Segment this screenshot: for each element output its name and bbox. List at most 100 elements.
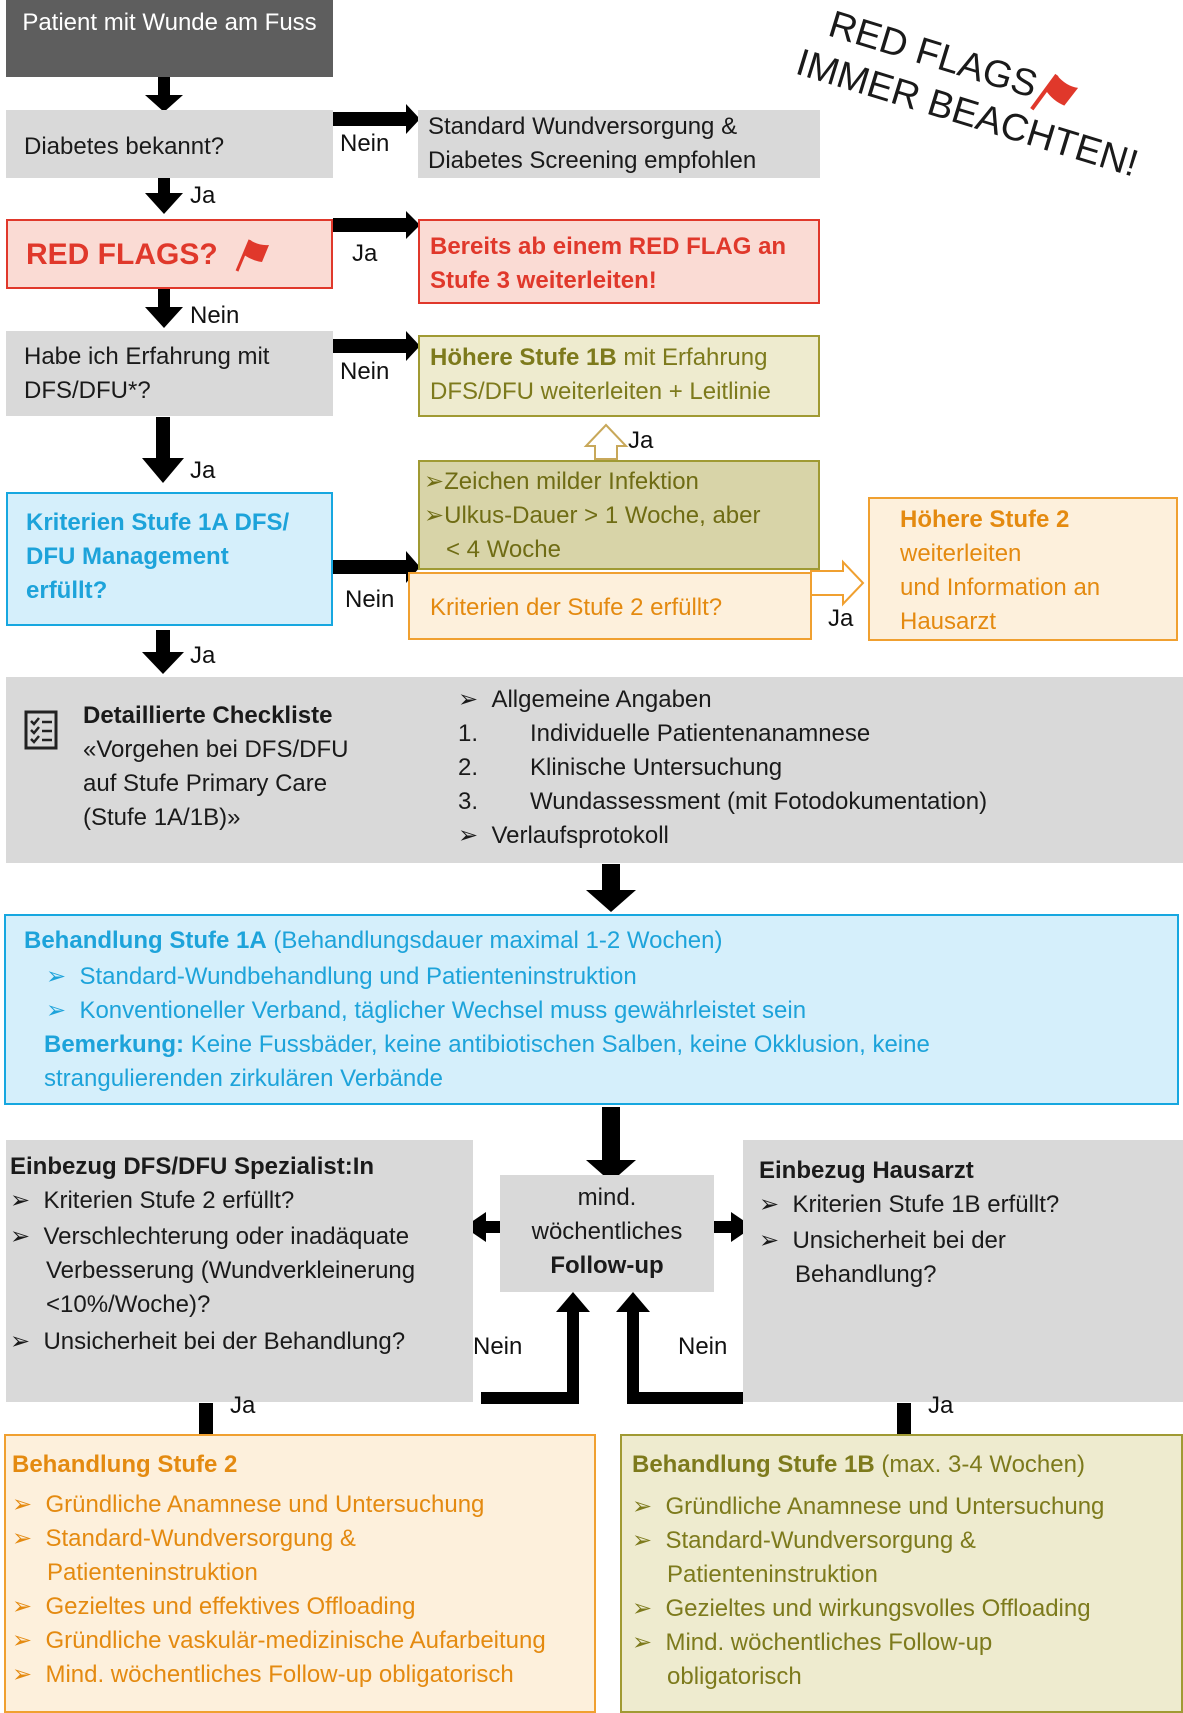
stufe-2-forward-box: Höhere Stufe 2 weiterleiten und Informat… [868,497,1178,641]
treatment-1b-item-1: ➢ Gründliche Anamnese und Untersuchung [632,1493,1105,1520]
treatment-2-item-2-text: Standard-Wundversorgung & [45,1525,356,1552]
treatment-1b-item-1-text: Gründliche Anamnese und Untersuchung [665,1493,1105,1520]
label-nein-2: Nein [190,302,240,329]
checklist-num-3: 3. [458,788,479,815]
specialist-item-2: ➢ Verschlechterung oder inadäquate [10,1223,410,1250]
checklist-icon [24,710,58,760]
diabetes-question: Diabetes bekannt? [6,110,333,178]
treatment-2-item-4: ➢ Gründliche vaskulär-medizinische Aufar… [12,1627,546,1654]
red-flags-action-box: Bereits ab einem RED FLAG an Stufe 3 wei… [418,219,820,304]
standard-care-line2: Diabetes Screening empfohlen [428,147,757,174]
treatment-1b-item-4: ➢ Mind. wöchentliches Follow-up [632,1629,993,1656]
checklist-item-protocol: ➢ Verlaufsprotokoll [458,822,669,849]
treatment-1b-title-bold: Behandlung Stufe 1B [632,1451,875,1478]
olive-item-1-text: Zeichen milder Infektion [444,468,699,495]
treatment-2-title: Behandlung Stufe 2 [12,1451,238,1478]
checklist-line1: «Vorgehen bei DFS/DFU [83,736,349,763]
stufe-2-forward-line3: Hausarzt [900,608,997,635]
treatment-1b-item-2: ➢ Standard-Wundversorgung & [632,1527,976,1554]
treatment-1a-remark-bold: Bemerkung: [44,1031,185,1058]
start-box: Patient mit Wunde am Fuss [6,0,333,77]
treatment-1b-box: Behandlung Stufe 1B (max. 3-4 Wochen) ➢ … [620,1434,1183,1713]
treatment-1a-remark-line1: Bemerkung: Keine Fussbäder, keine antibi… [44,1028,930,1062]
checklist-num-2: 2. [458,754,479,781]
label-nein-3: Nein [340,358,390,385]
treatment-2-item-5-text: Mind. wöchentliches Follow-up obligatori… [45,1661,514,1688]
olive-item-2-text: Ulkus-Dauer > 1 Woche, aber [444,502,761,529]
treatment-2-item-2: ➢ Standard-Wundversorgung & [12,1525,356,1552]
olive-item-2: ➢Ulkus-Dauer > 1 Woche, aber [424,502,761,529]
label-ja-7: Ja [230,1392,256,1419]
red-flags-question: RED FLAGS? [6,219,333,289]
checklist-item-clinical: Klinische Untersuchung [530,754,783,781]
hausarzt-item-2-text: Unsicherheit bei der [792,1227,1006,1254]
hausarzt-item-2-cont: Behandlung? [795,1261,937,1288]
checklist-num-1: 1. [458,720,479,747]
treatment-2-item-5: ➢ Mind. wöchentliches Follow-up obligato… [12,1661,514,1688]
checklist-item-general-text: Allgemeine Angaben [491,686,712,713]
specialist-item-2-text: Verschlechterung oder inadäquate [43,1223,410,1250]
treatment-2-item-2-cont: Patienteninstruktion [47,1559,258,1586]
checklist-title: Detaillierte Checkliste [83,702,333,729]
treatment-1b-item-2-text: Standard-Wundversorgung & [665,1527,976,1554]
olive-item-3: < 4 Woche [446,536,561,563]
checklist-item-wound: Wundassessment (mit Fotodokumentation) [530,788,988,815]
treatment-1a-remark-text-1: Keine Fussbäder, keine antibiotischen Sa… [184,1031,930,1058]
red-flags-stamp: RED FLAGS IMMER BEACHTEN! [762,0,1142,273]
treatment-1b-item-4-cont: obligatorisch [667,1663,802,1690]
experience-line2: DFS/DFU*? [24,377,151,404]
treatment-1a-item-1-text: Standard-Wundbehandlung und Patientenins… [79,963,637,990]
follow-up-line2: wöchentliches [531,1218,683,1245]
label-nein-4: Nein [345,586,395,613]
hausarzt-box: Einbezug Hausarzt ➢ Kriterien Stufe 1B e… [743,1140,1183,1402]
specialist-item-2-cont2: <10%/Woche)? [46,1291,211,1318]
specialist-item-2-cont1: Verbesserung (Wundverkleinerung [46,1257,416,1284]
label-ja-6: Ja [190,642,216,669]
treatment-1b-title-rest: (max. 3-4 Wochen) [874,1451,1085,1478]
diabetes-question-label: Diabetes bekannt? [24,133,225,160]
stufe-1b-forward-line1: Höhere Stufe 1B mit Erfahrung [430,341,767,375]
stufe-2-forward-line2: und Information an [900,574,1101,601]
stufe-2-question-label: Kriterien der Stufe 2 erfüllt? [430,594,723,621]
stufe-1b-forward-box: Höhere Stufe 1B mit Erfahrung DFS/DFU we… [418,335,820,417]
specialist-item-3-text: Unsicherheit bei der Behandlung? [43,1328,406,1355]
stufe-2-forward-line1: weiterleiten [900,540,1022,567]
olive-item-1: ➢Zeichen milder Infektion [424,468,699,495]
hausarzt-item-1-text: Kriterien Stufe 1B erfüllt? [792,1191,1060,1218]
treatment-2-item-4-text: Gründliche vaskulär-medizinische Aufarbe… [45,1627,546,1654]
follow-up-line1: mind. [577,1184,637,1211]
red-flags-title: RED FLAGS? [26,238,218,271]
label-nein-1: Nein [340,130,390,157]
treatment-2-item-3-text: Gezieltes und effektives Offloading [45,1593,416,1620]
treatment-1a-item-2: ➢ Konventioneller Verband, täglicher Wec… [46,997,807,1024]
standard-care-box: Standard Wundversorgung & Diabetes Scree… [418,110,820,178]
start-label: Patient mit Wunde am Fuss [22,9,317,36]
criteria-1a-line1: Kriterien Stufe 1A DFS/ [26,509,290,536]
hausarzt-title: Einbezug Hausarzt [759,1157,974,1184]
follow-up-box: mind. wöchentliches Follow-up [500,1175,714,1292]
hausarzt-item-1: ➢ Kriterien Stufe 1B erfüllt? [759,1191,1060,1218]
specialist-title: Einbezug DFS/DFU Spezialist:In [10,1153,375,1180]
treatment-2-item-1-text: Gründliche Anamnese und Untersuchung [45,1491,485,1518]
stufe-2-forward-bold: Höhere Stufe 2 [900,506,1070,533]
label-ja-8: Ja [928,1392,954,1419]
treatment-1b-item-2-cont: Patienteninstruktion [667,1561,878,1588]
flag-icon [233,237,273,283]
criteria-1a-line3: erfüllt? [26,577,108,604]
stufe-1b-forward-line2: DFS/DFU weiterleiten + Leitlinie [430,378,771,405]
specialist-item-3: ➢ Unsicherheit bei der Behandlung? [10,1328,406,1355]
checklist-item-anamnese: Individuelle Patientenanamnese [530,720,871,747]
treatment-2-box: Behandlung Stufe 2 ➢ Gründliche Anamnese… [4,1434,596,1713]
label-ja-2: Ja [352,240,378,267]
treatment-1a-title: Behandlung Stufe 1A (Behandlungsdauer ma… [24,924,722,958]
label-nein-6: Nein [678,1333,728,1360]
standard-care-line1: Standard Wundversorgung & [428,113,738,140]
treatment-1a-item-2-text: Konventioneller Verband, täglicher Wechs… [79,997,807,1024]
label-nein-5: Nein [473,1333,523,1360]
treatment-1a-title-bold: Behandlung Stufe 1A [24,927,267,954]
treatment-2-item-3: ➢ Gezieltes und effektives Offloading [12,1593,416,1620]
hausarzt-item-2: ➢ Unsicherheit bei der [759,1227,1006,1254]
treatment-1a-title-rest: (Behandlungsdauer maximal 1-2 Wochen) [266,927,723,954]
criteria-1a-line2: DFU Management [26,543,229,570]
follow-up-line3: Follow-up [550,1252,664,1279]
